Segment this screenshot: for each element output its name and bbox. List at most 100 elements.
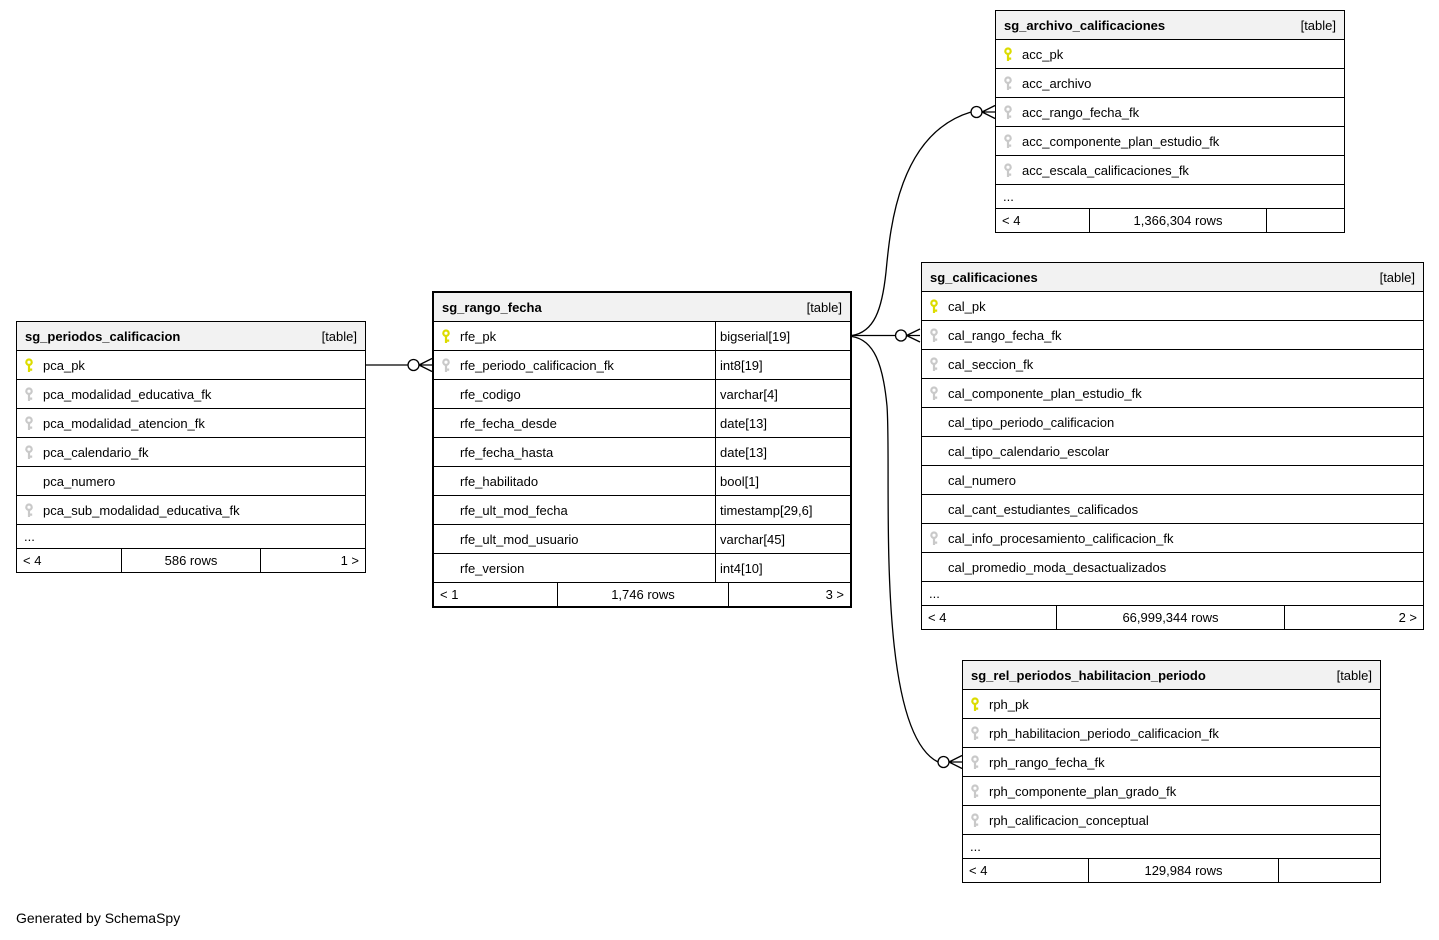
column-type: varchar[45]	[715, 525, 850, 553]
column-row: acc_componente_plan_estudio_fk	[996, 127, 1344, 156]
column-type: varchar[4]	[715, 380, 850, 408]
column-row: pca_pk	[17, 351, 365, 380]
foreign-key-icon	[963, 754, 989, 770]
relationship-rango-fecha-to-calificaciones	[852, 328, 921, 343]
primary-key-icon	[922, 298, 948, 314]
column-name: pca_modalidad_educativa_fk	[43, 386, 212, 402]
column-row: cal_tipo_calendario_escolar	[922, 437, 1423, 466]
column-row: cal_info_procesamiento_calificacion_fk	[922, 524, 1423, 553]
foreign-key-icon	[17, 415, 43, 431]
column-row: acc_pk	[996, 40, 1344, 69]
footer-degree-right	[1279, 859, 1380, 882]
column-name: rfe_periodo_calificacion_fk	[460, 357, 614, 373]
footer-degree-left[interactable]: < 4	[23, 553, 42, 568]
column-row: rfe_habilitado bool[1]	[434, 467, 850, 496]
foreign-key-icon	[996, 75, 1022, 91]
column-row: cal_seccion_fk	[922, 350, 1423, 379]
column-name: cal_promedio_moda_desactualizados	[948, 559, 1167, 575]
column-name: acc_escala_calificaciones_fk	[1022, 162, 1189, 178]
crowfoot-marker	[981, 104, 996, 120]
crowfoot-marker	[948, 754, 963, 770]
table-footer: < 4 586 rows 1 >	[17, 549, 365, 572]
column-name: rph_componente_plan_grado_fk	[989, 783, 1177, 799]
key-icon-placeholder	[434, 474, 460, 489]
footer-row-count: 129,984 rows	[1088, 859, 1279, 882]
ellipsis-label: ...	[24, 529, 35, 544]
key-icon-placeholder	[434, 416, 460, 431]
footer-degree-right[interactable]: 2 >	[1398, 610, 1417, 625]
zero-or-one-marker	[894, 329, 908, 342]
column-name: pca_calendario_fk	[43, 444, 149, 460]
footer-row-count: 66,999,344 rows	[1056, 606, 1285, 629]
footer-degree-left[interactable]: < 4	[969, 863, 988, 878]
column-row: rfe_fecha_hasta date[13]	[434, 438, 850, 467]
table-title[interactable]: sg_rel_periodos_habilitacion_periodo	[971, 667, 1206, 683]
footer-degree-left[interactable]: < 4	[1002, 213, 1021, 228]
foreign-key-icon	[996, 104, 1022, 120]
table-title[interactable]: sg_rango_fecha	[442, 299, 542, 315]
column-row: rfe_ult_mod_usuario varchar[45]	[434, 525, 850, 554]
column-name: cal_tipo_calendario_escolar	[948, 443, 1110, 459]
table-footer: < 1 1,746 rows 3 >	[434, 583, 850, 606]
column-row: pca_calendario_fk	[17, 438, 365, 467]
crowfoot-marker	[418, 357, 433, 373]
column-name: rph_pk	[989, 696, 1029, 712]
column-row: rfe_fecha_desde date[13]	[434, 409, 850, 438]
key-icon-placeholder	[17, 474, 43, 489]
column-name: rfe_fecha_hasta	[460, 444, 554, 460]
foreign-key-icon	[17, 444, 43, 460]
column-name: rfe_ult_mod_usuario	[460, 531, 579, 547]
key-icon-placeholder	[922, 444, 948, 459]
key-icon-placeholder	[434, 561, 460, 576]
key-icon-placeholder	[434, 445, 460, 460]
zero-or-one-marker	[970, 105, 983, 119]
table-tag: [table]	[1300, 17, 1336, 33]
column-row: cal_numero	[922, 466, 1423, 495]
column-row: cal_componente_plan_estudio_fk	[922, 379, 1423, 408]
key-icon-placeholder	[922, 473, 948, 488]
column-name: cal_cant_estudiantes_calificados	[948, 501, 1139, 517]
foreign-key-icon	[963, 725, 989, 741]
footer-degree-left[interactable]: < 4	[928, 610, 947, 625]
table-sg-archivo-calificaciones: sg_archivo_calificaciones [table] acc_pk…	[995, 10, 1345, 233]
table-title[interactable]: sg_archivo_calificaciones	[1004, 17, 1166, 33]
column-name: rfe_codigo	[460, 386, 521, 402]
column-row: rph_pk	[963, 690, 1380, 719]
footer-degree-left[interactable]: < 1	[440, 587, 459, 602]
column-name: rfe_version	[460, 560, 525, 576]
column-row: rfe_ult_mod_fecha timestamp[29,6]	[434, 496, 850, 525]
foreign-key-icon	[996, 133, 1022, 149]
table-header: sg_calificaciones [table]	[922, 263, 1423, 292]
column-name: cal_rango_fecha_fk	[948, 327, 1062, 343]
key-icon-placeholder	[434, 532, 460, 547]
column-name: pca_modalidad_atencion_fk	[43, 415, 205, 431]
column-name: cal_seccion_fk	[948, 356, 1034, 372]
column-name: cal_pk	[948, 298, 986, 314]
table-title[interactable]: sg_calificaciones	[930, 269, 1038, 285]
column-row: rfe_version int4[10]	[434, 554, 850, 583]
zero-or-one-marker	[937, 755, 950, 769]
column-row: pca_modalidad_atencion_fk	[17, 409, 365, 438]
column-type: int4[10]	[715, 554, 850, 582]
column-type: date[13]	[715, 438, 850, 466]
footer-degree-right[interactable]: 3 >	[825, 587, 844, 602]
foreign-key-icon	[922, 530, 948, 546]
table-header: sg_periodos_calificacion [table]	[17, 322, 365, 351]
column-row: acc_archivo	[996, 69, 1344, 98]
table-tag: [table]	[806, 299, 842, 315]
zero-or-one-marker	[407, 358, 420, 372]
column-row: cal_promedio_moda_desactualizados	[922, 553, 1423, 582]
column-name: cal_componente_plan_estudio_fk	[948, 385, 1142, 401]
key-icon-placeholder	[922, 415, 948, 430]
footer-degree-right[interactable]: 1 >	[340, 553, 359, 568]
key-icon-placeholder	[922, 560, 948, 575]
ellipsis-row: ...	[17, 525, 365, 549]
column-name: cal_info_procesamiento_calificacion_fk	[948, 530, 1174, 546]
foreign-key-icon	[922, 385, 948, 401]
table-title[interactable]: sg_periodos_calificacion	[25, 328, 181, 344]
key-icon-placeholder	[922, 502, 948, 517]
column-name: pca_pk	[43, 357, 85, 373]
footer-row-count: 586 rows	[121, 549, 261, 572]
foreign-key-icon	[434, 357, 460, 373]
